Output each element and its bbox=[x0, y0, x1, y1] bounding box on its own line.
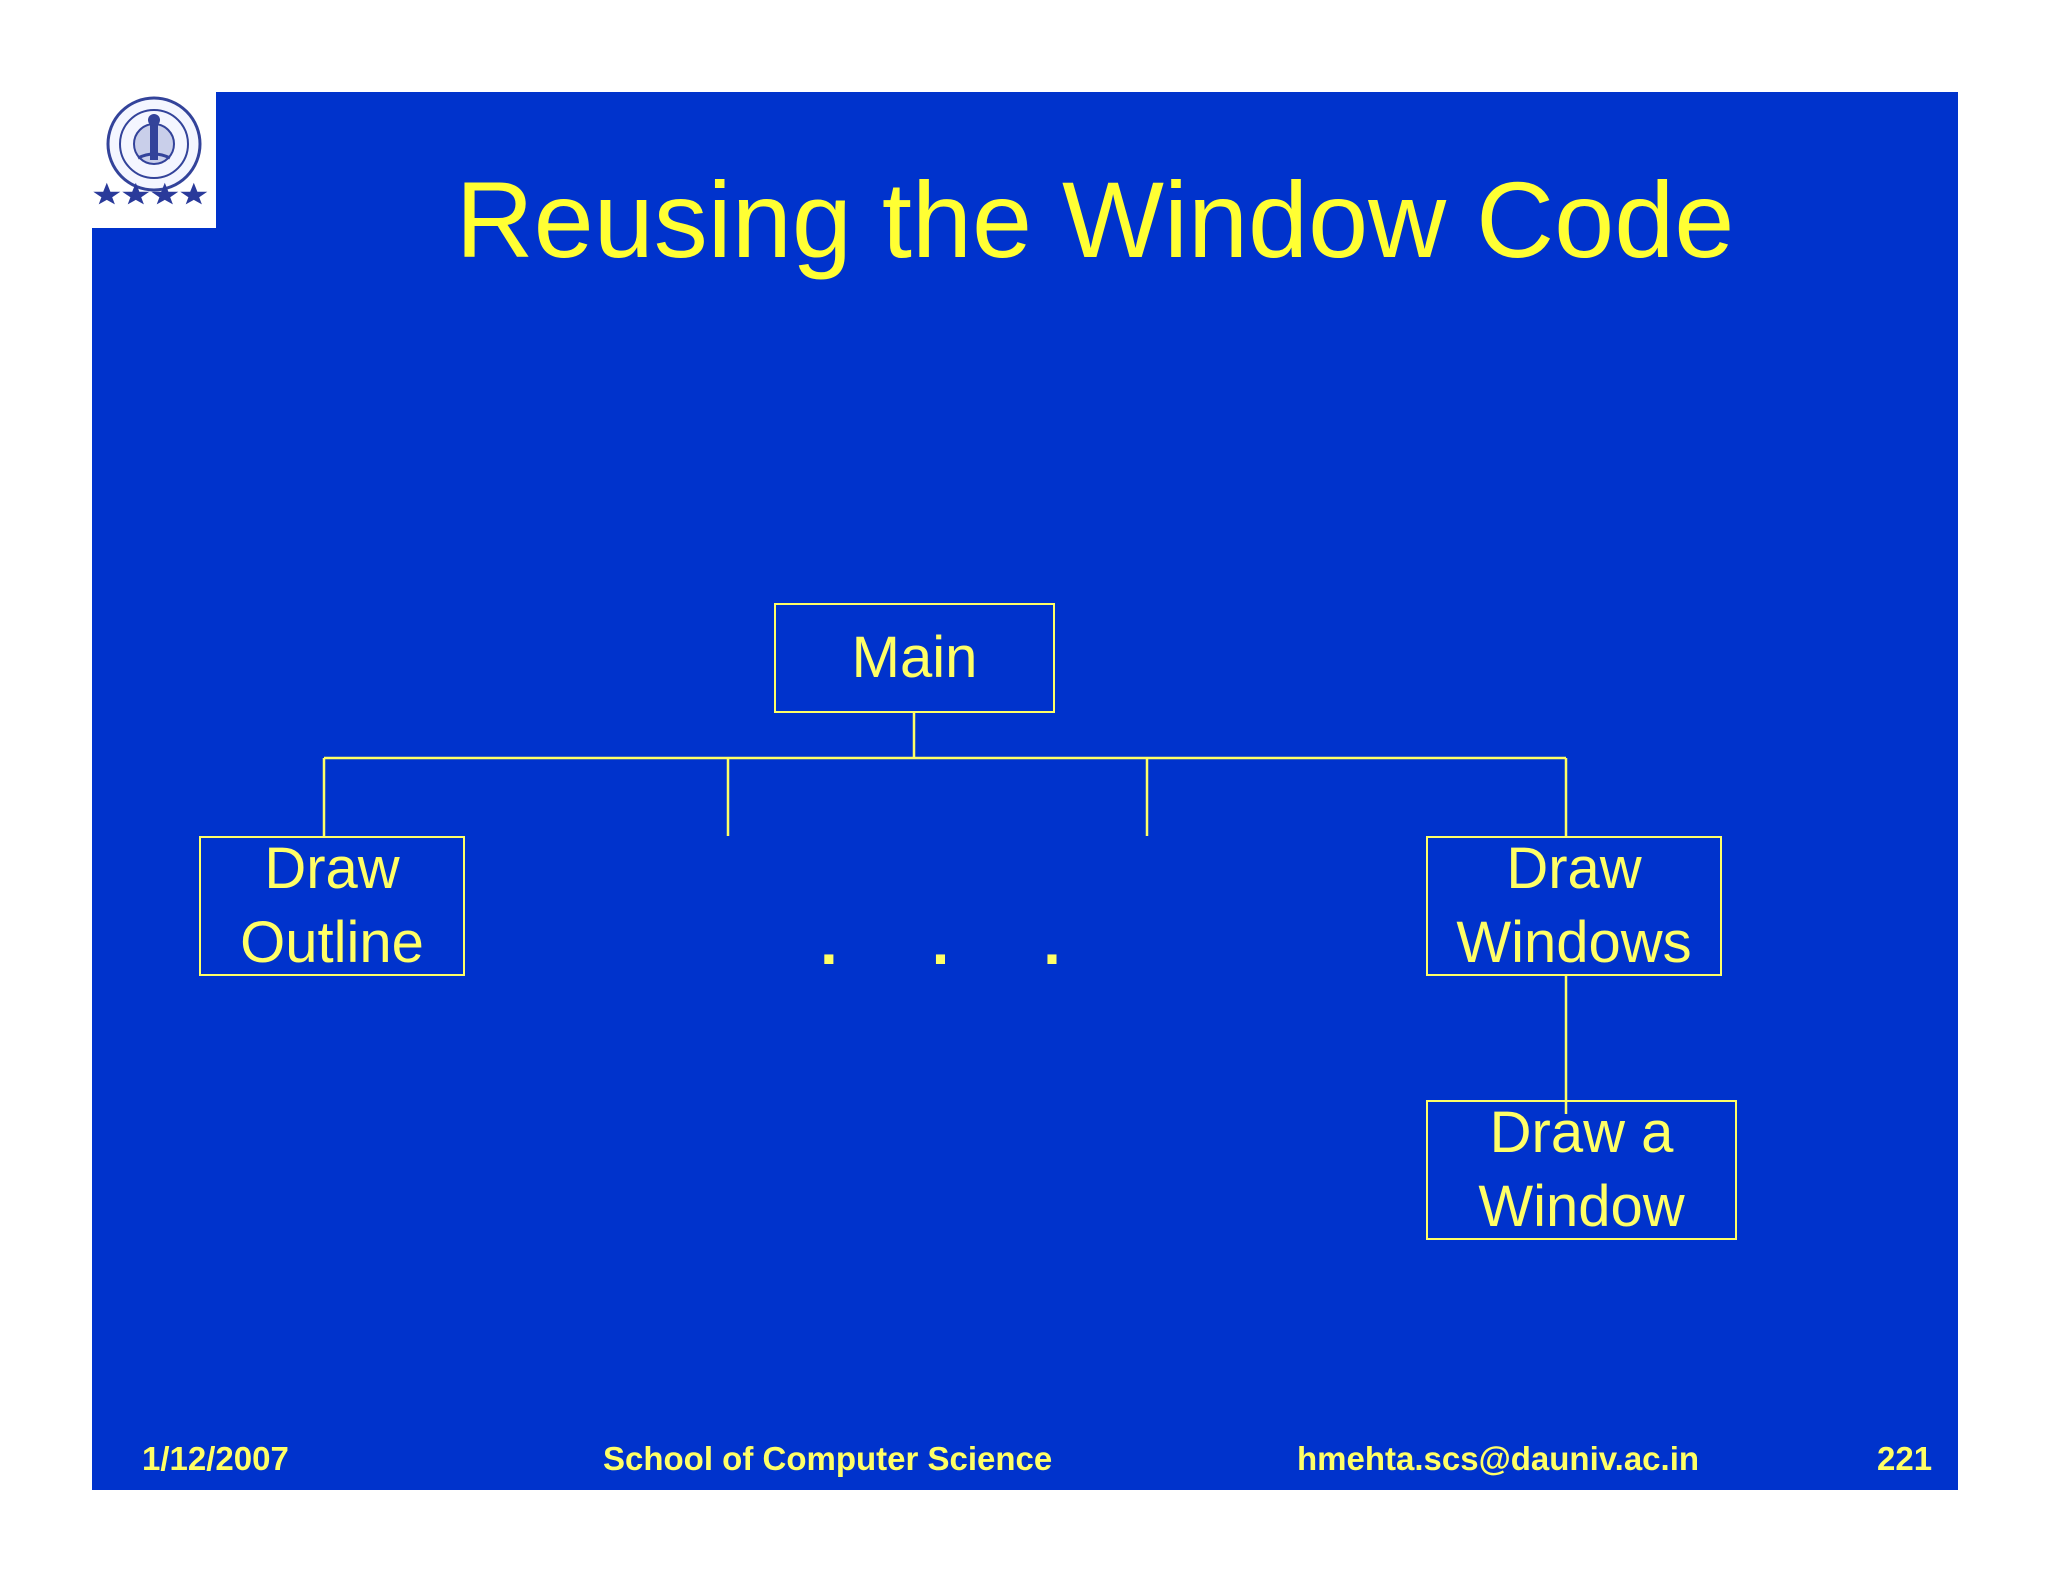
draw-windows-line-2: Windows bbox=[1456, 910, 1692, 975]
footer-page-number: 221 bbox=[1877, 1440, 1933, 1477]
draw-outline-line-1: Draw bbox=[264, 836, 400, 901]
slide-title: Reusing the Window Code bbox=[455, 159, 1735, 280]
footer-email: hmehta.scs@dauniv.ac.in bbox=[1297, 1440, 1700, 1477]
draw-a-window-line-1: Draw a bbox=[1489, 1100, 1674, 1165]
draw-outline-node: Draw Outline bbox=[199, 836, 465, 976]
footer-school: School of Computer Science bbox=[603, 1440, 1053, 1477]
draw-windows-line-1: Draw bbox=[1506, 836, 1642, 901]
footer-date: 1/12/2007 bbox=[142, 1440, 289, 1477]
main-node: Main bbox=[774, 603, 1055, 713]
draw-outline-line-2: Outline bbox=[240, 910, 424, 975]
draw-a-window-line-2: Window bbox=[1478, 1174, 1685, 1239]
university-seal-icon bbox=[92, 92, 216, 228]
ellipsis: . . . bbox=[820, 906, 1099, 978]
main-node-label: Main bbox=[851, 625, 978, 690]
slide-background bbox=[92, 92, 1958, 1490]
draw-a-window-node: Draw a Window bbox=[1426, 1100, 1737, 1240]
draw-windows-node: Draw Windows bbox=[1426, 836, 1722, 976]
